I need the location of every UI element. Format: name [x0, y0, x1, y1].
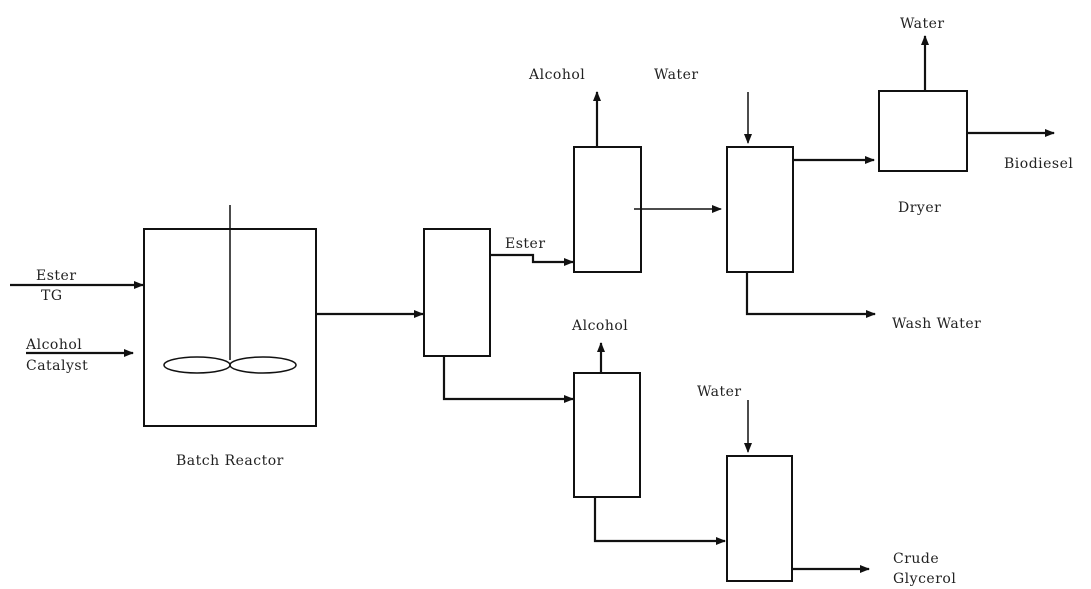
wash-water-out-arrow [745, 272, 876, 318]
phase-separator-vessel [423, 228, 491, 357]
ester-feed-label: Ester [36, 268, 77, 284]
agitator-blade-right [229, 356, 297, 374]
alcohol-low-label: Alcohol [571, 318, 628, 334]
glycerol-to-alcohol-recovery-arrow [442, 356, 574, 403]
glycerol-label: Glycerol [893, 571, 956, 587]
dryer-label: Dryer [898, 200, 941, 216]
tg-feed-label: TG [41, 288, 63, 304]
ester-to-alcohol-recovery-arrow [490, 253, 574, 266]
biodiesel-label: Biodiesel [1004, 156, 1073, 172]
wash-column [726, 146, 794, 273]
alcohol-feed-label: Alcohol [25, 337, 82, 353]
alcohol-top-label: Alcohol [528, 67, 585, 83]
catalyst-feed-label: Catalyst [26, 358, 88, 374]
ester-alcohol-recovery-column [573, 146, 642, 273]
glycerol-alcohol-recovery-column [573, 372, 641, 498]
batch-reactor-label: Batch Reactor [176, 453, 284, 469]
crude-label: Crude [893, 551, 939, 567]
dryer-vessel [878, 90, 968, 172]
water-wash-label: Water [654, 67, 699, 83]
water-dryer-label: Water [900, 16, 945, 32]
wash-water-label: Wash Water [892, 316, 981, 332]
glycerol-neutralizer-vessel [726, 455, 793, 582]
water-glycerol-label: Water [697, 384, 742, 400]
ester-stream-label: Ester [505, 236, 546, 252]
glycerol-to-wash-arrow [593, 497, 726, 545]
